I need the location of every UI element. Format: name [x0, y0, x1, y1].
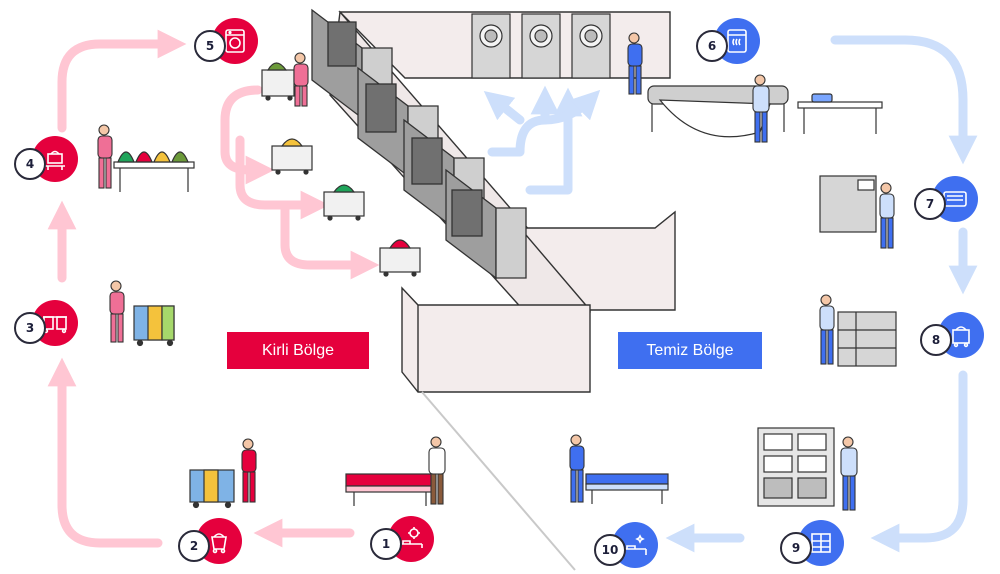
staff-dirty-2	[97, 124, 113, 189]
drying-cabinet	[819, 175, 877, 233]
step-number: 10	[594, 534, 626, 566]
staff-figures	[97, 32, 895, 511]
step-number: 8	[920, 324, 952, 356]
cart-3	[323, 184, 365, 221]
dryer-3	[571, 13, 611, 79]
staff-dirty-5	[428, 436, 446, 505]
step-1: 1	[370, 516, 434, 562]
step-number: 4	[14, 148, 46, 180]
step-3: 3	[14, 300, 78, 346]
step-number: 6	[696, 30, 728, 62]
clean-zone-label: Temiz Bölge	[618, 332, 762, 369]
staff-dirty-4	[241, 438, 257, 503]
storage-cabinet	[757, 427, 835, 507]
patient-bed	[345, 473, 435, 506]
barrier-washers	[311, 8, 527, 280]
step-5: 5	[194, 18, 258, 64]
staff-clean-5	[840, 436, 858, 511]
step-2: 2	[178, 518, 242, 564]
staff-dirty-1	[293, 52, 309, 107]
staff-clean-1	[627, 32, 643, 95]
staff-clean-3	[879, 182, 895, 249]
step-10: 10	[594, 522, 658, 568]
folding-table	[797, 93, 883, 134]
dirty-zone-label: Kirli Bölge	[227, 332, 369, 369]
cart-1	[261, 62, 295, 101]
sorting-carts	[133, 305, 175, 347]
sorting-table	[113, 151, 195, 192]
dryer-2	[521, 13, 561, 79]
washer-4	[445, 168, 527, 280]
step-number: 5	[194, 30, 226, 62]
cart-4	[379, 239, 421, 277]
step-8: 8	[920, 312, 984, 358]
step-number: 9	[780, 532, 812, 564]
cart-2	[271, 138, 313, 175]
step-number: 2	[178, 530, 210, 562]
step-6: 6	[696, 18, 760, 64]
collection-cart	[189, 469, 235, 509]
dryer-1	[471, 13, 511, 79]
dryers	[471, 13, 611, 79]
step-9: 9	[780, 520, 844, 566]
staff-clean-2	[752, 74, 770, 143]
staff-clean-6	[569, 434, 585, 503]
dirty-flow-arrows	[47, 29, 380, 548]
staff-dirty-3	[109, 280, 125, 343]
clean-flow-arrows	[483, 35, 978, 553]
dirty-carts	[261, 62, 421, 277]
staff-clean-4	[819, 294, 835, 365]
step-number: 7	[914, 188, 946, 220]
step-number: 3	[14, 312, 46, 344]
step-number: 1	[370, 528, 402, 560]
step-4: 4	[14, 136, 78, 182]
step-7: 7	[914, 176, 978, 222]
clean-bed	[585, 473, 669, 504]
clean-storage-cart	[837, 311, 897, 367]
